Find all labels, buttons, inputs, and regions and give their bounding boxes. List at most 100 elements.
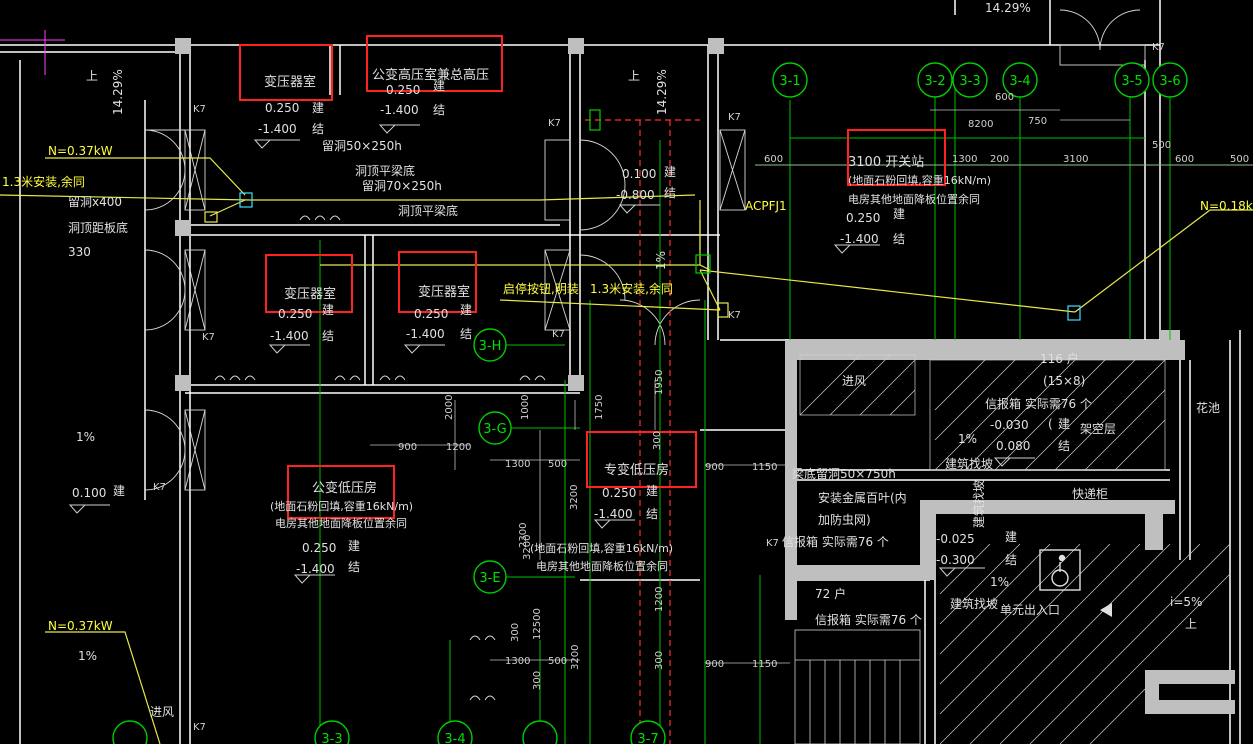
d1300b: 1300 xyxy=(505,459,530,470)
louver: 安装金属百叶(内 xyxy=(818,490,907,505)
room-switch-station: 3100 开关站 xyxy=(848,155,924,170)
e3-s-label: 结 xyxy=(664,186,676,200)
stairs xyxy=(794,629,921,744)
d200: 200 xyxy=(990,154,1009,165)
beam-hole: 梁底留洞50×750h xyxy=(792,466,896,481)
d300c: 300 xyxy=(532,671,543,690)
d1300: 1300 xyxy=(952,154,977,165)
k7-10: K7 xyxy=(193,722,206,733)
cable-lines xyxy=(0,157,1253,744)
e9-build: 0.100 xyxy=(72,486,106,500)
room-transformer-mid-right: 变压器室 xyxy=(418,284,470,300)
e7-b-label: 建 xyxy=(646,484,658,498)
overhead: 架空层 xyxy=(1080,422,1116,436)
slope-mid: 14.29% xyxy=(655,69,669,115)
info-box2: 信报箱 实际需76 个 xyxy=(782,534,889,549)
e6-build: 0.250 xyxy=(414,307,448,321)
pct-right: 1% xyxy=(958,432,977,446)
louver2: 加防虫网) xyxy=(818,512,871,527)
reserved-hole: 留洞50×250h xyxy=(322,139,402,153)
device-box-2 xyxy=(204,211,218,223)
axis-bubble-3-1 xyxy=(772,62,808,98)
axis-lines xyxy=(319,85,1253,744)
d500c: 500 xyxy=(548,459,567,470)
d8200: 8200 xyxy=(968,119,993,130)
highlight-transformer-mid-left xyxy=(265,254,353,313)
axis-label-3-H: 3-H xyxy=(479,339,502,354)
device-box-4 xyxy=(717,302,729,318)
d300b: 300 xyxy=(510,623,521,642)
e10-build: -0.030 xyxy=(990,418,1029,432)
info-box3: 信报箱 实际需76 个 xyxy=(815,612,922,627)
fill-note6: 电房其他地面降板位置余同 xyxy=(536,559,668,573)
build-slope2: 建筑找坡 xyxy=(950,596,998,611)
d1150b: 1150 xyxy=(752,659,777,670)
up2: 上 xyxy=(1185,617,1197,631)
d1150: 1150 xyxy=(752,462,777,473)
e3-build: 0.100 xyxy=(622,167,656,181)
start-button: 启停按钮,明装 xyxy=(503,281,579,296)
d300d: 300 xyxy=(654,651,665,670)
d900a: 900 xyxy=(398,442,417,453)
room-names: 变压器室 公变高压室兼总高压 3100 开关站 变压器室 变压器室 专变低压房 … xyxy=(264,67,924,496)
fill-note5: (地面石粉回填,容重16kN/m) xyxy=(530,541,673,555)
axis-bubble-3-3 xyxy=(952,62,988,98)
k7-3: K7 xyxy=(728,112,741,123)
axis-label-3-3: 3-3 xyxy=(959,74,980,89)
d750: 750 xyxy=(1028,116,1047,127)
highlight-transformer-mid-right xyxy=(398,251,477,313)
axis-label-3-4: 3-4 xyxy=(1009,74,1030,89)
d12500: 12500 xyxy=(532,608,543,640)
e11-s-label: 结 xyxy=(1005,553,1017,567)
axis-bubbles xyxy=(112,62,1188,744)
axis-label-3-G: 3-G xyxy=(483,422,507,437)
axis-label-3-5: 3-5 xyxy=(1121,74,1142,89)
e10-struct: 0.080 xyxy=(996,439,1030,453)
axis-bubble-left xyxy=(112,720,148,744)
white-labels: 留洞50×250h 洞顶平梁底 留洞70×250h 洞顶平梁底 留洞x400 洞… xyxy=(68,1,1220,719)
h15x8: (15×8) xyxy=(1043,374,1085,388)
dim-lines xyxy=(370,109,1253,664)
slope-top: 14.29% xyxy=(985,1,1031,15)
e7-s-label: 结 xyxy=(646,507,658,521)
fill-note4: 电房其他地面降板位置余同 xyxy=(275,516,407,530)
left-hole: 留洞x400 xyxy=(68,195,122,209)
e9-b-label: 建 xyxy=(113,484,125,498)
room-public-lv: 公变低压房 xyxy=(312,480,377,496)
k7-6: K7 xyxy=(728,310,741,321)
fill-note2: 电房其他地面降板位置余同 xyxy=(848,192,980,206)
load-top: N=0.37kW xyxy=(48,144,113,158)
e3-struct: -0.800 xyxy=(616,188,655,202)
device-box-3 xyxy=(695,254,711,274)
axis-bubble-3-4 xyxy=(1002,62,1038,98)
dim-texts: 600 8200 750 500 600 1300 200 3100 600 5… xyxy=(398,92,1249,690)
e4-b-label: 建 xyxy=(893,207,905,221)
highlight-switch-station xyxy=(847,129,946,186)
k7-8: K7 xyxy=(766,538,779,549)
install-mid: 1.3米安装,余同 xyxy=(590,281,673,296)
axis-bubble-3-2 xyxy=(917,62,953,98)
d1300c: 1300 xyxy=(505,656,530,667)
reserved-hole2: 留洞70×250h xyxy=(362,179,442,193)
device-box-5 xyxy=(1067,305,1081,321)
e1-build: 0.250 xyxy=(265,101,299,115)
load-left-bottom: N=0.37kW xyxy=(48,619,113,633)
vert-text: 建筑找坡 xyxy=(971,480,986,528)
e1-b-label: 建 xyxy=(312,101,324,115)
e4-struct: -1.400 xyxy=(840,232,879,246)
e7-build: 0.250 xyxy=(602,486,636,500)
install-left: 1.3米安装,余同 xyxy=(2,174,85,189)
fill-note3: (地面石粉回填,容重16kN/m) xyxy=(270,499,413,513)
axis-label-3-7: 3-7 xyxy=(637,732,658,744)
courier: 快递柜 xyxy=(1072,487,1108,501)
e4-s-label: 结 xyxy=(893,232,905,246)
vent: 进风 xyxy=(842,374,866,388)
d500b: 500 xyxy=(1230,154,1249,165)
k7-1: K7 xyxy=(193,104,206,115)
wheelchair-icon xyxy=(1039,549,1081,591)
axis-bubble-3-G xyxy=(478,411,512,445)
axis-bubble-3-7 xyxy=(630,720,666,744)
e10-b: ( xyxy=(1048,417,1053,431)
axis-label-3-1: 3-1 xyxy=(779,74,800,89)
